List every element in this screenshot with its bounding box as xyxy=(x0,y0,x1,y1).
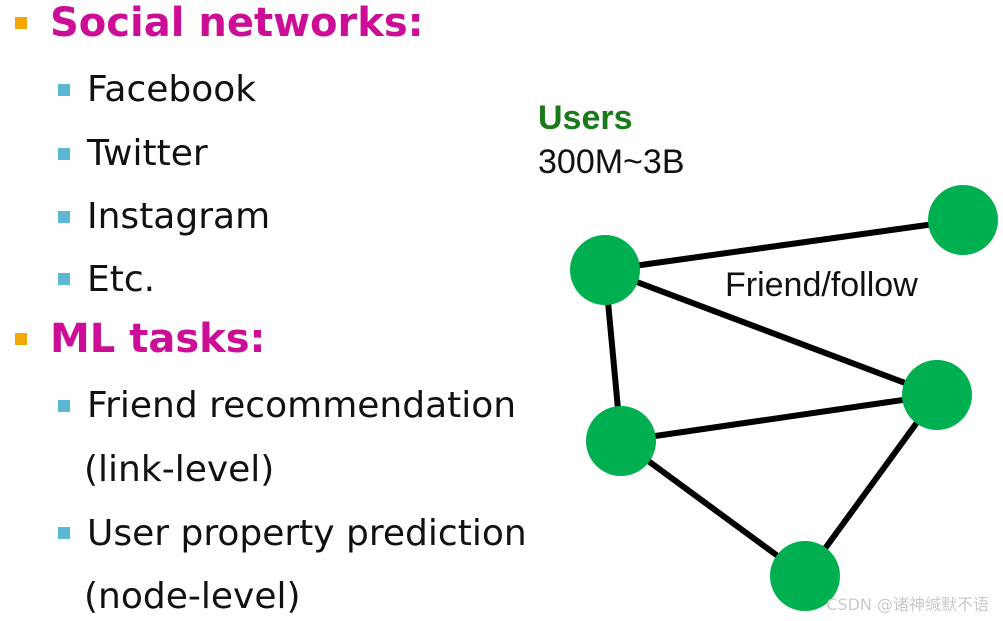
graph-node-d xyxy=(586,406,656,476)
item-twitter: Twitter xyxy=(87,133,208,174)
graph-node-a xyxy=(928,185,998,255)
item-user-property-prediction-level: (node-level) xyxy=(84,576,301,617)
graph-node-b xyxy=(570,235,640,305)
graph-edge-c-e xyxy=(802,393,940,578)
graph-edge-b-a xyxy=(604,217,964,273)
item-bullet-friend-rec xyxy=(58,400,70,412)
heading-social-networks: Social networks: xyxy=(50,0,424,46)
graph-edge-d-e xyxy=(619,438,807,579)
item-friend-recommendation-level: (link-level) xyxy=(84,449,275,490)
graph-edge-b-c xyxy=(603,267,939,398)
heading-ml-tasks: ML tasks: xyxy=(50,316,266,362)
heading-bullet-social xyxy=(15,17,27,29)
item-bullet-instagram xyxy=(58,211,70,223)
item-etc: Etc. xyxy=(87,259,156,300)
item-friend-recommendation: Friend recommendation xyxy=(87,385,517,426)
item-bullet-user-prop xyxy=(58,527,70,539)
item-bullet-twitter xyxy=(58,148,70,160)
item-bullet-facebook xyxy=(58,84,70,96)
graph-nodes xyxy=(570,185,998,611)
item-facebook: Facebook xyxy=(87,69,257,110)
item-bullet-etc xyxy=(58,273,70,285)
graph-user-count: 300M~3B xyxy=(538,143,685,181)
heading-bullet-ml xyxy=(15,333,27,345)
graph-title: Users xyxy=(538,99,633,137)
graph-node-c xyxy=(902,360,972,430)
graph-node-e xyxy=(770,541,840,611)
item-user-property-prediction: User property prediction xyxy=(87,513,527,554)
watermark: CSDN @诸神缄默不语 xyxy=(826,595,989,614)
graph-edge-label: Friend/follow xyxy=(725,266,918,304)
item-instagram: Instagram xyxy=(87,196,271,237)
graph-edge-c-d xyxy=(620,392,938,444)
